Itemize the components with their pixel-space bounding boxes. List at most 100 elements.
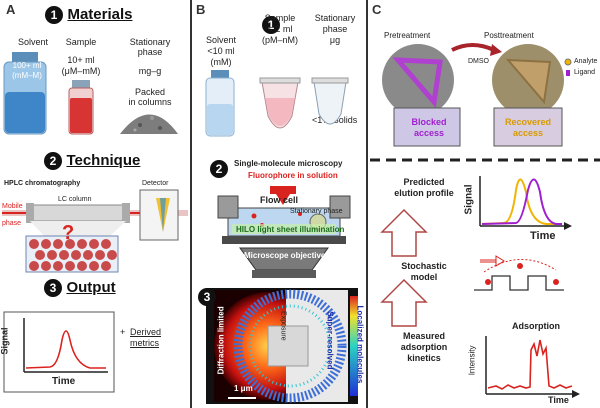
lc-column [29, 204, 127, 222]
predicted-label: Predicted [403, 177, 445, 187]
section-title: Technique [66, 152, 141, 169]
b-solvent-conc: (mM) [210, 57, 232, 67]
ligand-blocking [392, 57, 443, 108]
divider-a-b [190, 0, 192, 408]
solvent-liquid [5, 92, 45, 133]
sample-label: Sample [65, 37, 97, 47]
b-solvent-bottle [205, 77, 235, 137]
dmso-arrow [451, 43, 495, 52]
stochastic-label2: model [410, 272, 438, 282]
bottle-cap [12, 52, 38, 62]
measured-label2: adsorption [400, 342, 448, 352]
dmso-label: DMSO [468, 58, 489, 65]
sample-conc: (μM–mM) [61, 66, 101, 76]
b-stationary-label: Stationary [314, 13, 356, 23]
output-peak [25, 330, 106, 369]
b-stationary-label2: phase [322, 24, 348, 34]
recovered-label2: access [512, 128, 544, 138]
lc-column-label: LC column [58, 196, 92, 203]
beads [29, 239, 117, 271]
panel-letter-b: B [196, 2, 206, 17]
b-solvent-label: Solvent [205, 35, 237, 45]
section-title: Materials [67, 6, 133, 23]
output-ylabel: Signal [0, 327, 10, 355]
b-stationary-amount: μg [329, 35, 341, 45]
solvent-label: Solvent [17, 37, 49, 47]
solvent-conc: (mM–M) [12, 71, 42, 80]
stationary-label: Stationary [129, 37, 171, 47]
panel-letter-a: A [6, 2, 16, 17]
vial-cap [72, 80, 90, 88]
stationary-pile [120, 114, 178, 134]
adsorption-trace [487, 339, 573, 390]
derived-line1: Derived [130, 327, 162, 337]
recovered-label: Recovered [504, 117, 552, 127]
legend-analyte: Analyte [574, 58, 598, 65]
b-bottle-cap [211, 70, 229, 78]
output-xlabel: Time [52, 376, 76, 387]
fluorophore-label: Fluorophore in solution [248, 171, 338, 180]
objective-label: Microscope objective [244, 251, 326, 260]
posttreatment-particle [492, 44, 564, 116]
pretreatment-label: Pretreatment [384, 31, 431, 40]
up-arrow-2 [380, 278, 428, 327]
step-badge: 3 [198, 288, 216, 306]
exposure-label: Exposure [279, 311, 287, 341]
measured-label: Measured [402, 331, 446, 341]
up-arrow-1 [380, 208, 428, 257]
section-title: Output [66, 279, 116, 296]
stationary-packed2: in columns [128, 97, 172, 107]
posttreatment-label: Posttreatment [484, 31, 534, 40]
stationary-phase-label: Stationary phase [290, 208, 343, 215]
blocked-label: Blocked [411, 117, 447, 127]
signal-xlabel: Time [530, 230, 556, 242]
derived-plus: + [120, 327, 126, 337]
b-solids: <1% Solids [312, 115, 358, 125]
output-heading: 3 Output [44, 279, 116, 297]
purple-peak [481, 178, 562, 225]
stationary-label2: phase [137, 47, 163, 57]
super-label: Super-resolved [325, 311, 335, 370]
panel-a-graphics [2, 52, 188, 393]
scalebar-label: 1 μm [234, 384, 253, 393]
adsorption-ylabel: Intensity [467, 345, 477, 376]
pretreatment-particle [382, 44, 454, 116]
blocked-label2: access [413, 128, 445, 138]
legend-ligand: Ligand [574, 69, 596, 76]
mobile-phase-label: Mobile [2, 203, 23, 210]
step-badge: 2 [44, 152, 62, 170]
diffraction-spot [214, 292, 322, 400]
adsorption-xlabel: Time [548, 395, 569, 405]
hilo-label: HILO light sheet illumination [236, 225, 345, 234]
b-sample-amount: < 2 ml [267, 24, 293, 34]
materials-heading: 1 Materials [45, 6, 133, 24]
panel-b-step3: 3 [198, 288, 216, 306]
b-solvent-amount: <10 ml [207, 46, 235, 56]
sample-liquid [70, 98, 92, 133]
b-sample-tube [261, 81, 299, 129]
sr-image-frame [206, 288, 358, 404]
question-mark: ? [62, 222, 75, 244]
signal-ylabel: Signal [463, 184, 475, 215]
step-badge: 2 [210, 160, 228, 178]
mobile-phase-label2: phase [2, 220, 22, 227]
stationary-amount: mg–g [138, 66, 162, 76]
step-badge: 1 [45, 6, 63, 24]
step-badge: 3 [44, 279, 62, 297]
detector-label: Detector [142, 180, 169, 187]
hplc-label: HPLC chromatography [4, 180, 81, 187]
panel-b-step2: 2 [210, 160, 228, 178]
yellow-peak [481, 178, 562, 225]
detector-box [139, 189, 179, 241]
predicted-label2: elution profile [394, 188, 454, 198]
stationary-packed: Packed [134, 87, 166, 97]
step-badge: 1 [262, 16, 280, 34]
panel-b-step1: 1 [262, 16, 280, 34]
technique-heading: 2 Technique [44, 152, 140, 170]
microscopy-title: Single-molecule microscopy [234, 159, 343, 168]
adsorption-title: Adsorption [512, 321, 560, 331]
diffraction-label: Diffraction limited [216, 306, 226, 375]
measured-label3: kinetics [407, 353, 441, 363]
b-sample-label: Sample [264, 13, 296, 23]
derived-line2: metrics [130, 338, 159, 348]
